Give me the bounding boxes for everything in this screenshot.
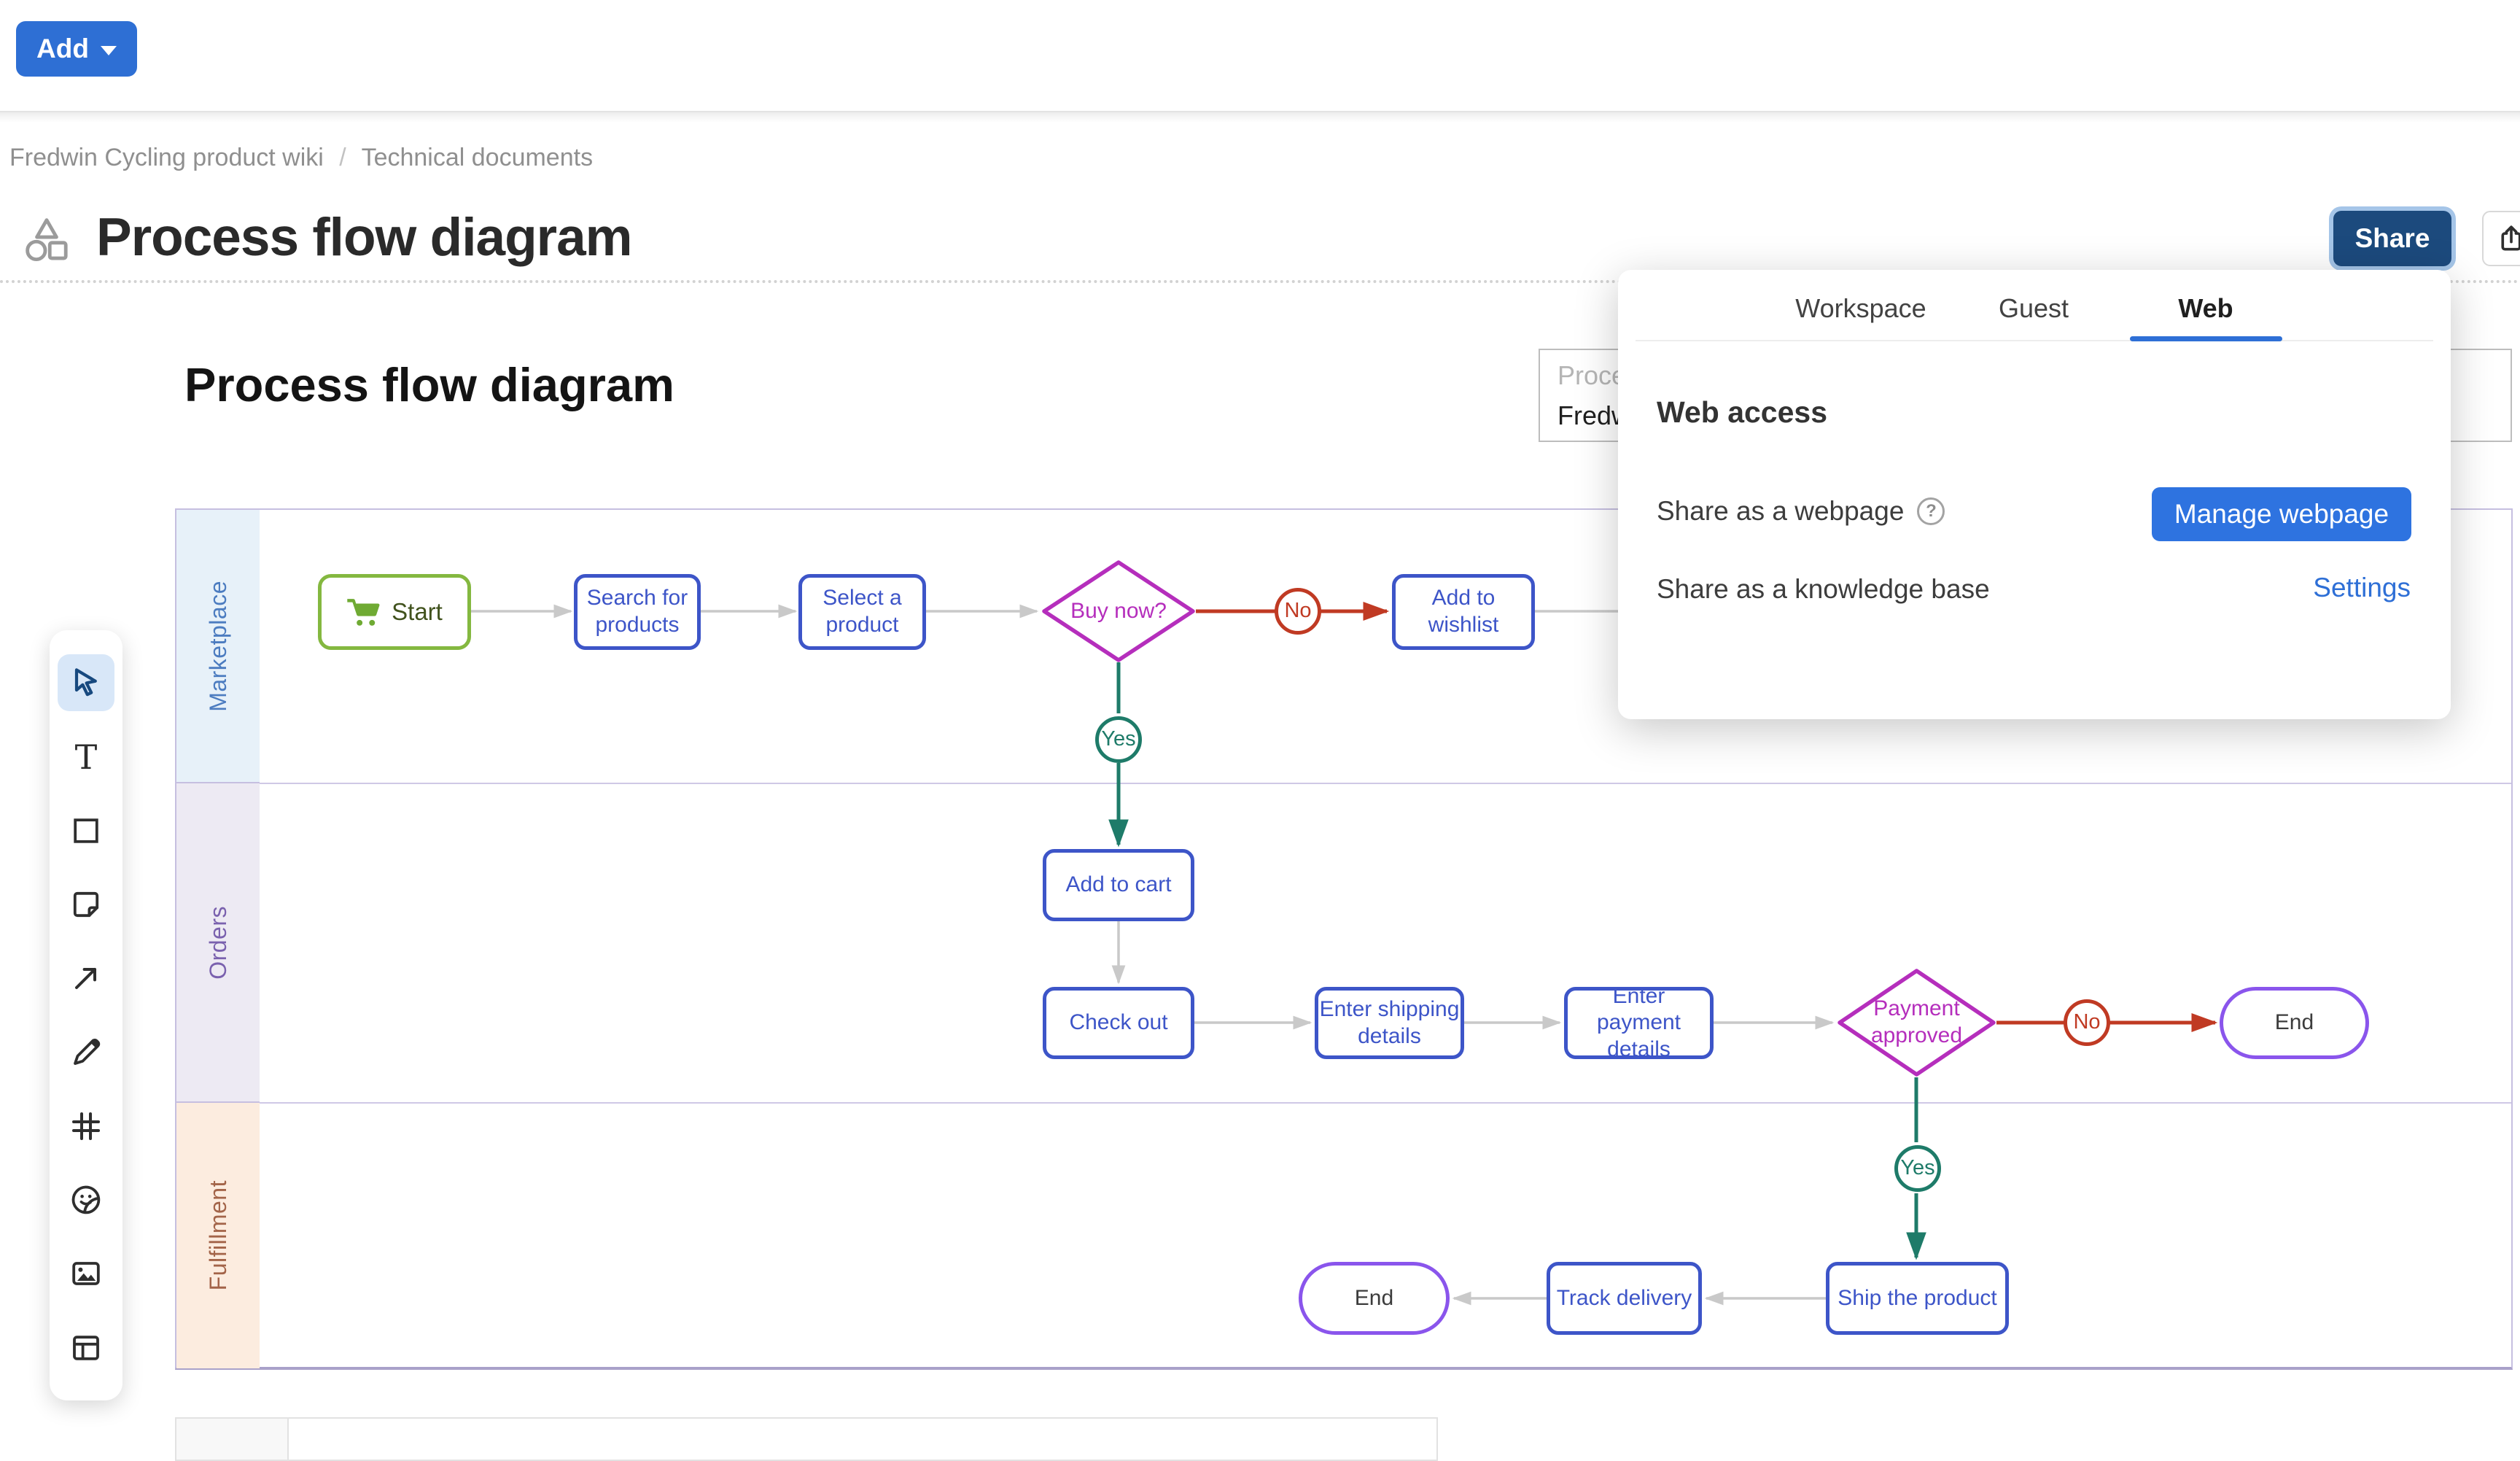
settings-link[interactable]: Settings <box>2313 573 2411 602</box>
flow-node-ship-the-product[interactable]: Ship the product <box>1826 1262 2009 1335</box>
breadcrumb: Fredwin Cycling product wiki / Technical… <box>9 144 593 172</box>
flow-node-add-to-cart[interactable]: Add to cart <box>1043 849 1194 921</box>
help-icon[interactable]: ? <box>1917 497 1945 525</box>
tab-workspace[interactable]: Workspace <box>1795 293 1926 323</box>
add-button-label: Add <box>36 34 89 63</box>
diagram-shapes-icon <box>26 218 68 262</box>
flow-node-search-for-products[interactable]: Search for products <box>574 574 701 650</box>
flow-node-yes[interactable]: Yes <box>1894 1145 1941 1192</box>
flow-node-no[interactable]: No <box>2064 999 2110 1046</box>
flow-node-end[interactable]: End <box>1299 1262 1450 1335</box>
manage-webpage-button[interactable]: Manage webpage <box>2152 487 2411 541</box>
lane-label: Marketplace <box>204 580 231 712</box>
canvas-title: Process flow diagram <box>184 358 674 411</box>
tab-guest[interactable]: Guest <box>1998 293 2069 323</box>
lane-header-fulfillment: Fulfillment <box>176 1103 260 1368</box>
sticky-note-tool[interactable] <box>58 876 114 933</box>
flow-node-buy-now-[interactable]: Buy now? <box>1041 559 1196 663</box>
flow-node-no[interactable]: No <box>1275 588 1321 635</box>
partial-frame-header-cell <box>176 1419 289 1460</box>
share-button[interactable]: Share <box>2333 211 2451 266</box>
decision-diamond <box>1838 969 1996 1077</box>
topbar-divider <box>0 111 2520 112</box>
lane-label: Orders <box>204 905 231 980</box>
partial-frame-below[interactable] <box>175 1417 1438 1461</box>
text-tool[interactable]: T <box>74 737 98 777</box>
topbar-shadow <box>0 112 2520 123</box>
add-button[interactable]: Add <box>16 21 137 77</box>
header-dotted-divider <box>0 280 2520 283</box>
lane-row-divider <box>260 783 2511 784</box>
decision-diamond <box>1042 560 1195 662</box>
flow-node-enter-shipping-details[interactable]: Enter shipping details <box>1315 987 1464 1059</box>
lane-row-divider <box>260 1102 2511 1104</box>
image-tool[interactable] <box>58 1245 114 1302</box>
breadcrumb-separator: / <box>339 144 346 171</box>
canvas-toolbar: T <box>50 630 122 1400</box>
export-button[interactable] <box>2482 211 2520 266</box>
tabs-divider <box>1636 340 2433 341</box>
frame-tool[interactable] <box>58 1098 114 1155</box>
cart-icon <box>347 599 380 626</box>
share-popover: Workspace Guest Web Web access Share as … <box>1618 270 2451 719</box>
chevron-down-icon <box>100 45 117 55</box>
connector-tool[interactable] <box>58 950 114 1007</box>
share-button-label: Share <box>2354 223 2430 253</box>
flow-node-end[interactable]: End <box>2220 987 2369 1059</box>
flow-node-start[interactable]: Start <box>318 574 471 650</box>
sticker-tool[interactable] <box>58 1171 114 1228</box>
draw-tool[interactable] <box>58 1024 114 1081</box>
share-webpage-row-label: Share as a webpage ? <box>1657 496 1945 527</box>
share-kb-row-label: Share as a knowledge base <box>1657 574 1990 604</box>
tab-web[interactable]: Web <box>2178 293 2233 323</box>
shape-tool[interactable] <box>58 802 114 859</box>
flow-node-yes[interactable]: Yes <box>1095 716 1142 763</box>
top-bar: Add <box>0 0 2520 111</box>
breadcrumb-item-folder[interactable]: Technical documents <box>361 144 594 171</box>
web-access-heading: Web access <box>1657 395 1828 429</box>
active-tab-indicator <box>2130 336 2282 341</box>
page-title: Process flow diagram <box>96 208 633 267</box>
lane-header-marketplace: Marketplace <box>176 510 260 783</box>
flow-node-add-to-wishlist[interactable]: Add to wishlist <box>1392 574 1535 650</box>
select-tool[interactable] <box>58 654 114 712</box>
flow-node-select-a-product[interactable]: Select a product <box>798 574 926 650</box>
export-share-icon <box>2501 225 2520 251</box>
flow-node-enter-payment-details[interactable]: Enter payment details <box>1564 984 1714 1061</box>
breadcrumb-item-wiki[interactable]: Fredwin Cycling product wiki <box>9 144 324 171</box>
flow-node-check-out[interactable]: Check out <box>1043 987 1194 1059</box>
lane-label: Fulfillment <box>204 1180 231 1291</box>
lane-header-orders: Orders <box>176 783 260 1103</box>
flow-node-track-delivery[interactable]: Track delivery <box>1547 1262 1702 1335</box>
table-tool[interactable] <box>58 1319 114 1376</box>
